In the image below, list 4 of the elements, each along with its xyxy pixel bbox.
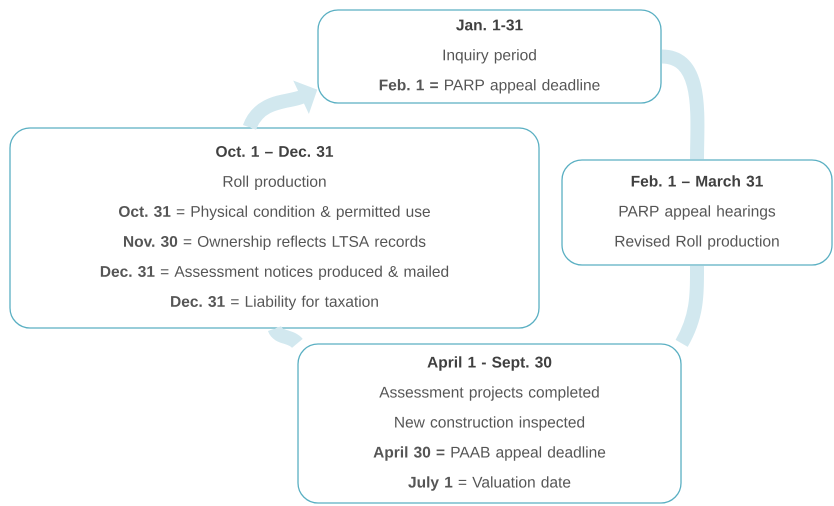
period-box: Feb. 1 – March 31 PARP appeal hearings Revised Roll production [561,159,833,266]
period-box: April 1 - Sept. 30 Assessment projects completed New construction inspected April 30 = PAAB appeal deadline July 1 = Valuation date [297,343,682,504]
period-box: Jan. 1-31 Inquiry period Feb. 1 = PARP appeal deadline [317,9,662,104]
period-box: Oct. 1 – Dec. 31 Roll production Oct. 31 = Physical condition & permitted use Nov. 30 = Ownership reflects LTSA records Dec. 31 = Assessment notices produced & mailed Dec. 31 = Liability for taxation [9,127,540,329]
